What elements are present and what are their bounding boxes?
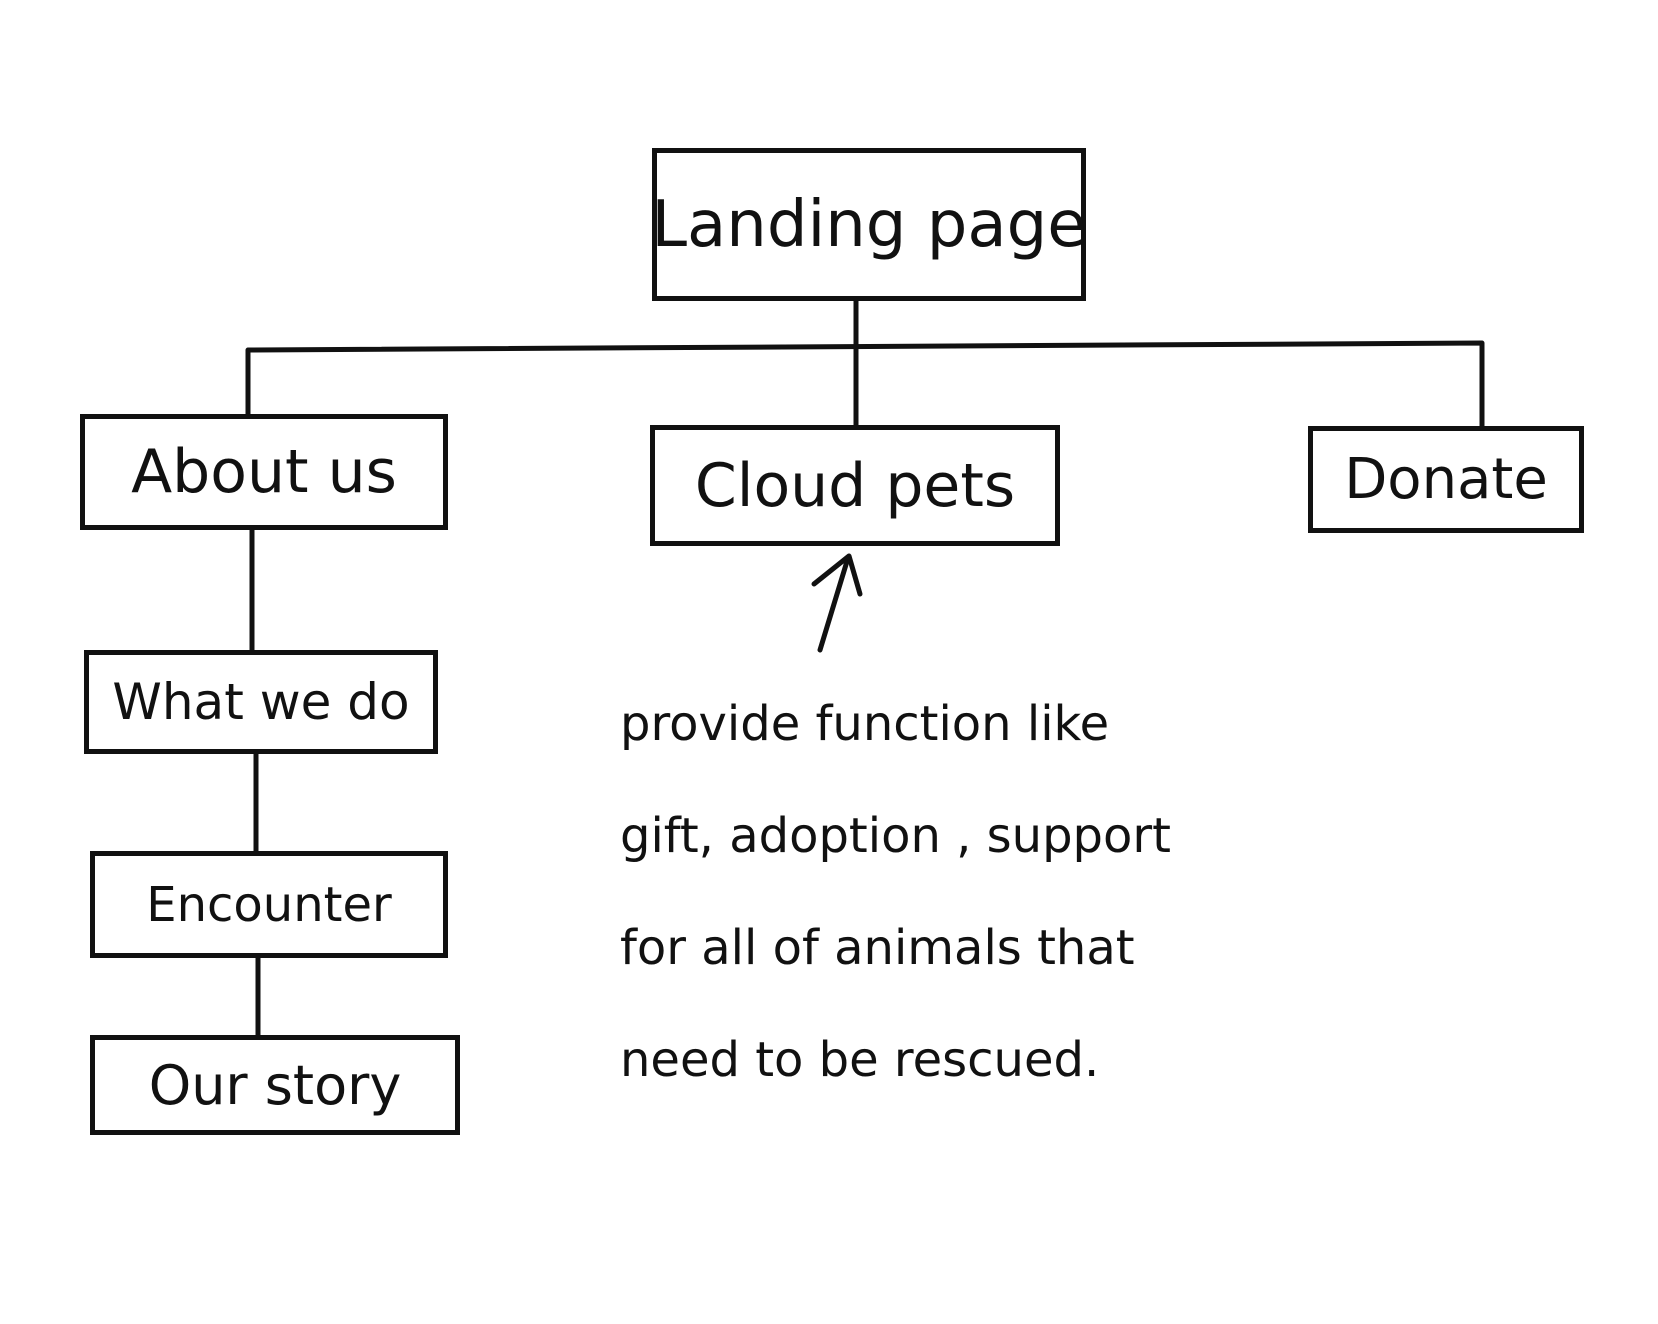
node-landing-page: Landing page xyxy=(651,148,1087,301)
annotation-line: for all of animals that xyxy=(620,920,1135,976)
annotation-arrow-head xyxy=(811,553,863,597)
node-label: What we do xyxy=(112,673,410,731)
cloud-pets-annotation: provide function like gift, adoption , s… xyxy=(620,668,1240,1116)
node-label: Donate xyxy=(1344,447,1548,512)
node-label: Cloud pets xyxy=(694,450,1016,521)
node-encounter: Encounter xyxy=(90,851,448,958)
annotation-arrow-shaft xyxy=(817,555,851,653)
branch-bar xyxy=(245,340,1485,429)
node-label: Landing page xyxy=(651,187,1087,262)
node-our-story: Our story xyxy=(90,1035,460,1135)
node-label: Our story xyxy=(148,1053,402,1117)
node-what-we-do: What we do xyxy=(84,650,438,754)
node-about-us: About us xyxy=(80,414,448,530)
annotation-line: gift, adoption , support xyxy=(620,808,1171,864)
node-donate: Donate xyxy=(1308,426,1584,533)
annotation-line: provide function like xyxy=(620,696,1110,752)
annotation-line: need to be rescued. xyxy=(620,1032,1100,1088)
node-label: About us xyxy=(131,437,397,507)
node-label: Encounter xyxy=(146,876,392,933)
node-cloud-pets: Cloud pets xyxy=(650,425,1060,546)
